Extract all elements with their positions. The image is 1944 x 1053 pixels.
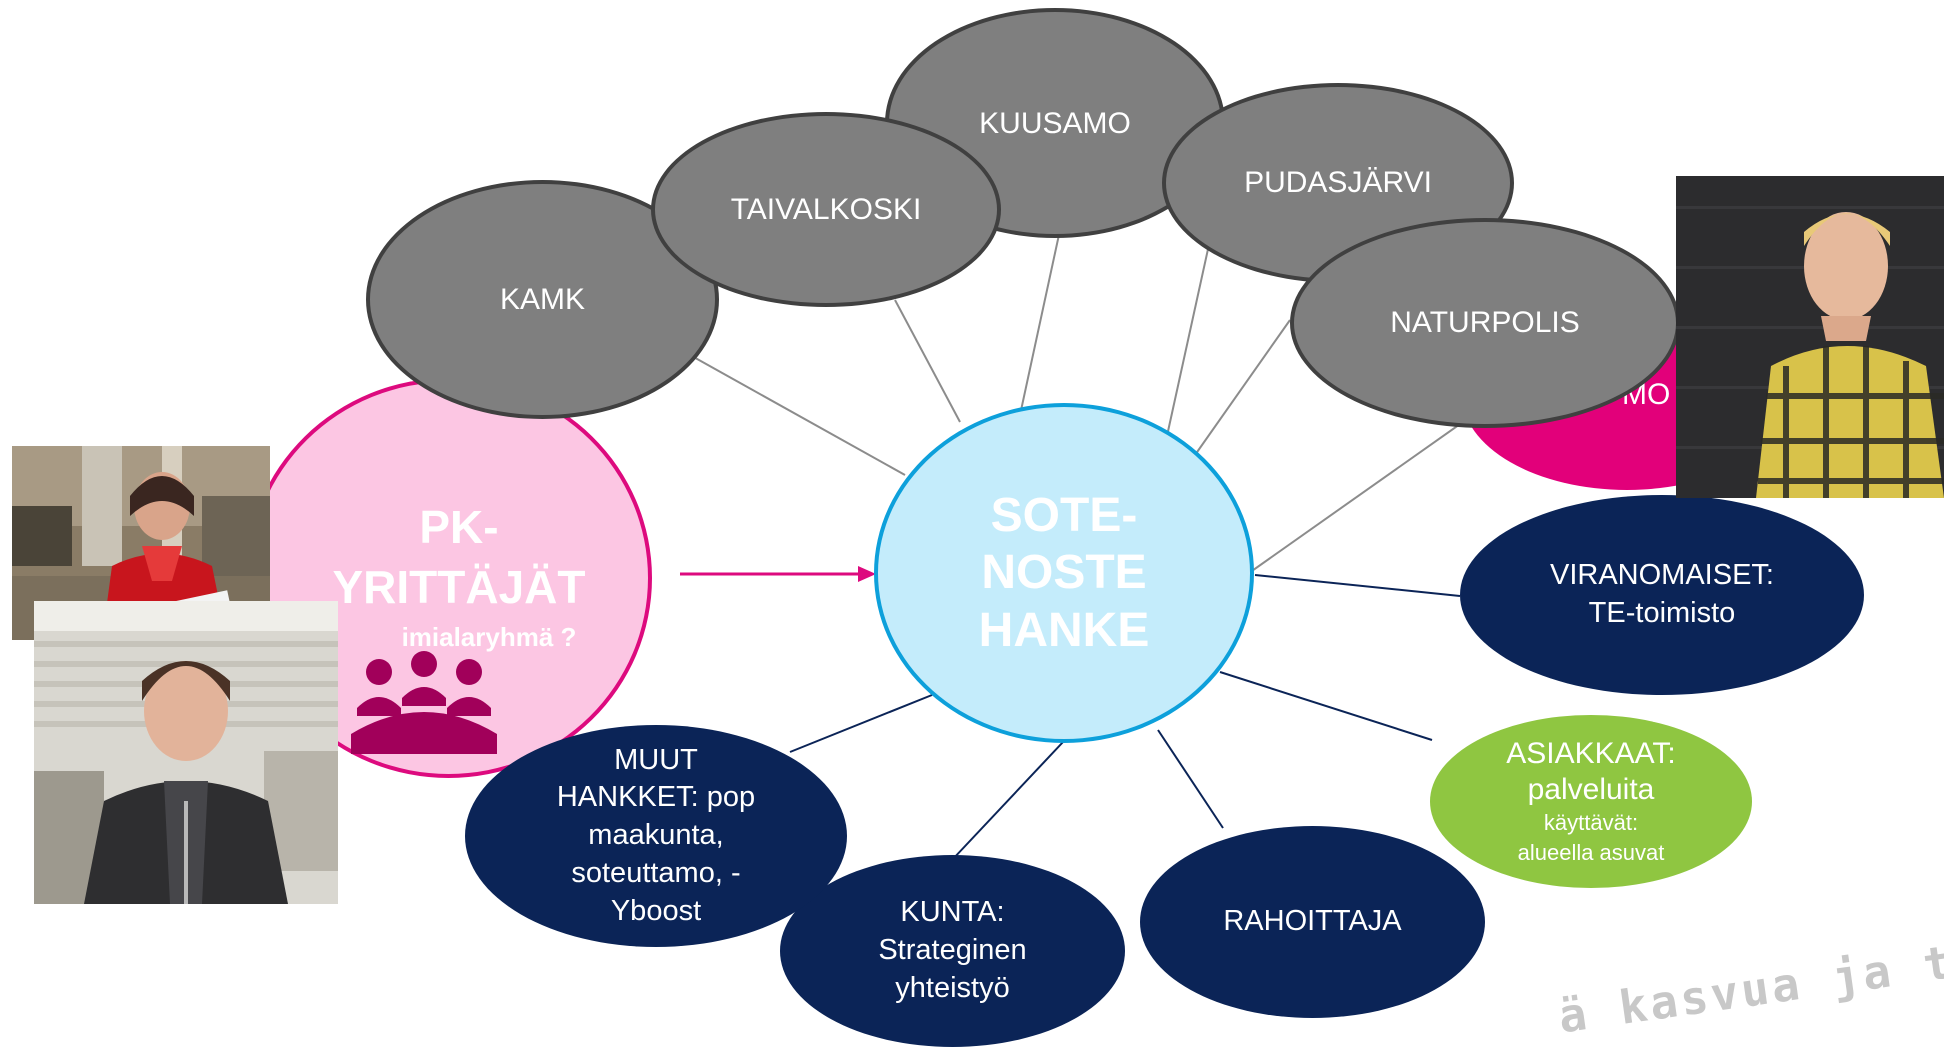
- node-viranomaiset: VIRANOMAISET: TE-toimisto: [1460, 495, 1864, 695]
- asiakkaat-line2: palveluita: [1527, 772, 1655, 806]
- asiakkaat-line4: alueella asuvat: [1517, 839, 1665, 865]
- connector-rahoittaja: [1157, 729, 1224, 829]
- photo-man-yellow-shirt: [1676, 176, 1944, 498]
- connector-naturpolis: [1194, 319, 1291, 456]
- kunta-line2: Strateginen: [878, 934, 1027, 967]
- node-muut-hankkeet: MUUT HANKKET: pop maakunta, soteuttamo, …: [465, 725, 847, 947]
- connector-viranomaiset: [1254, 574, 1461, 597]
- center-node: SOTE- NOSTE HANKE: [874, 403, 1254, 743]
- pk-title-line1: PK-: [419, 501, 499, 553]
- viranomaiset-line1: VIRANOMAISET:: [1550, 559, 1774, 592]
- asiakkaat-line1: ASIAKKAAT:: [1506, 736, 1676, 770]
- node-taivalkoski: TAIVALKOSKI: [651, 112, 1001, 307]
- muut-line2: HANKKET: pop: [556, 781, 756, 814]
- center-line1: SOTE-: [990, 488, 1138, 542]
- pk-subtitle: imialaryhmä ?: [401, 622, 577, 652]
- node-kamk-label: KAMK: [499, 282, 586, 316]
- muut-line1: MUUT: [614, 743, 698, 776]
- connector-taivalkoski: [894, 299, 961, 423]
- node-pudasjarvi-label: PUDASJÄRVI: [1244, 166, 1432, 199]
- connector-muut: [789, 694, 933, 753]
- node-asiakkaat: ASIAKKAAT: palveluita käyttävät: alueell…: [1430, 715, 1752, 888]
- asiakkaat-line3: käyttävät:: [1543, 809, 1639, 835]
- connector-kamk: [689, 354, 906, 476]
- center-line2: NOSTE: [981, 546, 1147, 600]
- node-kunta: KUNTA: Strateginen yhteistyö: [780, 855, 1125, 1047]
- connector-kunta: [951, 741, 1064, 861]
- node-taivalkoski-label: TAIVALKOSKI: [730, 192, 922, 226]
- connector-pudasjarvi: [1164, 239, 1211, 446]
- viranomaiset-line2: TE-toimisto: [1588, 597, 1736, 629]
- muut-line4: soteuttamo, -: [571, 856, 741, 889]
- pk-title-line2: YRITTÄJÄT: [332, 561, 586, 613]
- node-naturpolis-label: NATURPOLIS: [1390, 306, 1580, 339]
- node-rahoittaja: RAHOITTAJA: [1140, 826, 1485, 1018]
- node-pudasjarvi: PUDASJÄRVI: [1162, 83, 1514, 283]
- connector-asiakkaat: [1219, 671, 1433, 741]
- node-naturpolis: NATURPOLIS: [1290, 218, 1680, 428]
- connector-magenta-node: [1231, 409, 1481, 586]
- photo-woman-vest: [34, 601, 338, 904]
- rahoittaja-label: RAHOITTAJA: [1223, 905, 1402, 938]
- node-kuusamo-label: KUUSAMO: [979, 107, 1131, 140]
- people-group-icon: [351, 651, 497, 754]
- muut-line3: maakunta,: [588, 819, 724, 852]
- muut-line5: Yboost: [610, 894, 702, 927]
- connector-kuusamo: [1019, 229, 1061, 416]
- kunta-line1: KUNTA:: [900, 896, 1005, 929]
- kunta-line3: yhteistyö: [895, 971, 1010, 1004]
- center-line3: HANKE: [978, 603, 1150, 657]
